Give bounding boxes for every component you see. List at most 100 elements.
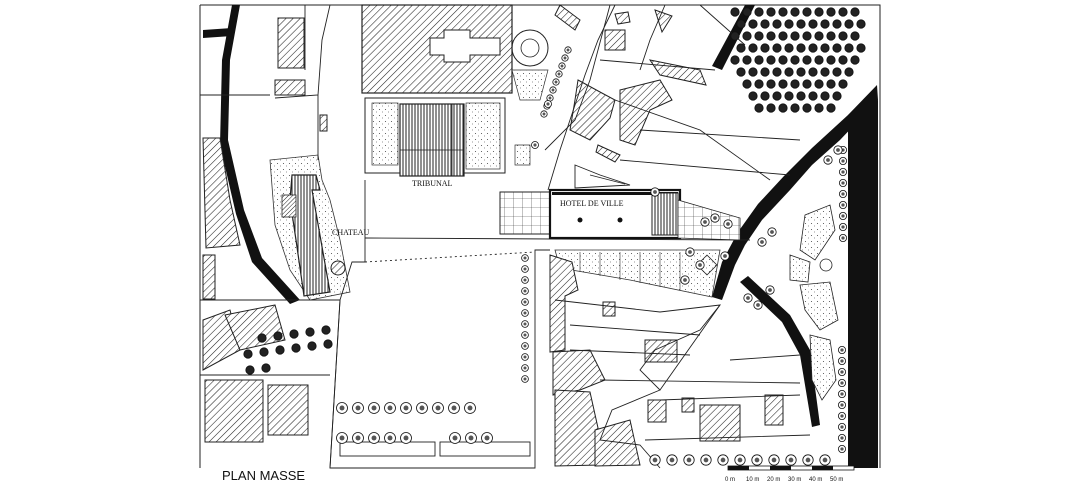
tree-icon [554,80,558,84]
tree-icon [784,67,794,77]
tree-icon [832,43,842,53]
tree-icon [766,31,776,41]
tree-icon [742,55,752,65]
tree-icon [840,436,844,440]
tree-icon [766,79,776,89]
tree-icon [387,435,393,441]
tree-icon [754,103,764,113]
tree-icon [778,79,788,89]
tree-icon [698,263,702,267]
tree-icon [838,55,848,65]
tree-icon [808,43,818,53]
tree-icon [808,91,818,101]
river-west [203,5,300,304]
tree-icon [754,55,764,65]
tree-icon [451,405,457,411]
tree-icon [844,43,854,53]
east-park [789,204,839,401]
tree-icon [826,158,830,162]
tree-icon [548,96,552,100]
tree-icon [826,7,836,17]
tree-icon [820,91,830,101]
tree-icon [355,405,361,411]
tree-icon [814,55,824,65]
tree-icon [768,288,772,292]
tree-icon [542,112,546,116]
tree-icon [307,341,317,351]
tree-icon [766,55,776,65]
tree-icon [653,190,657,194]
tree-icon [814,31,824,41]
tree-icon [756,303,760,307]
tree-icon [796,67,806,77]
tree-icon [243,349,253,359]
tree-icon [802,55,812,65]
tree-icon [736,67,746,77]
tree-icon [435,405,441,411]
parcels-north-east [554,4,707,163]
tree-icon [305,327,315,337]
tree-icon [840,359,844,363]
tree-icon [339,405,345,411]
tree-icon [826,31,836,41]
tree-icon [730,31,740,41]
tree-icon [748,67,758,77]
plan-title: PLAN MASSE [222,468,305,483]
tree-icon [826,79,836,89]
tree-icon [778,7,788,17]
tree-icon [772,19,782,29]
tree-icon [850,7,860,17]
tree-icon [703,220,707,224]
tree-icon [772,67,782,77]
tree-icon [275,345,285,355]
tree-icon [546,102,550,106]
parcels-west [202,17,328,443]
tree-icon [832,19,842,29]
tree-icon [790,7,800,17]
tree-icon [856,19,866,29]
tree-icon [523,256,527,260]
tree-icon [760,43,770,53]
tree-icon [523,278,527,282]
tree-icon [686,457,692,463]
tree-icon [257,333,267,343]
tree-icon [814,79,824,89]
tree-icon [840,348,844,352]
tree-icon [796,91,806,101]
tree-icon [772,91,782,101]
tree-icon [323,339,333,349]
tree-icon [748,43,758,53]
tree-icon [523,377,527,381]
stepped-garden [554,249,721,298]
tree-icon [683,278,687,282]
tree-icon [746,296,750,300]
tree-icon [551,88,555,92]
trees [243,7,866,466]
tree-icon [790,55,800,65]
tree-icon [387,405,393,411]
tree-icon [840,403,844,407]
tree-icon [291,343,301,353]
scale-tick-0: 0 m [725,477,735,483]
tree-icon [805,457,811,463]
tree-icon [796,43,806,53]
tree-icon [688,250,692,254]
tree-icon [261,363,271,373]
tree-icon [339,435,345,441]
tree-icon [523,289,527,293]
tree-icon [419,405,425,411]
tree-icon [754,79,764,89]
tree-icon [841,159,845,163]
tree-icon [841,170,845,174]
tree-icon [760,91,770,101]
tree-icon [273,331,283,341]
tree-icon [371,405,377,411]
tree-icon [523,311,527,315]
tree-icon [826,103,836,113]
tree-icon [754,457,760,463]
tree-icon [523,355,527,359]
tree-icon [770,230,774,234]
scale-tick-20: 20 m [767,477,780,483]
tree-icon [766,7,776,17]
